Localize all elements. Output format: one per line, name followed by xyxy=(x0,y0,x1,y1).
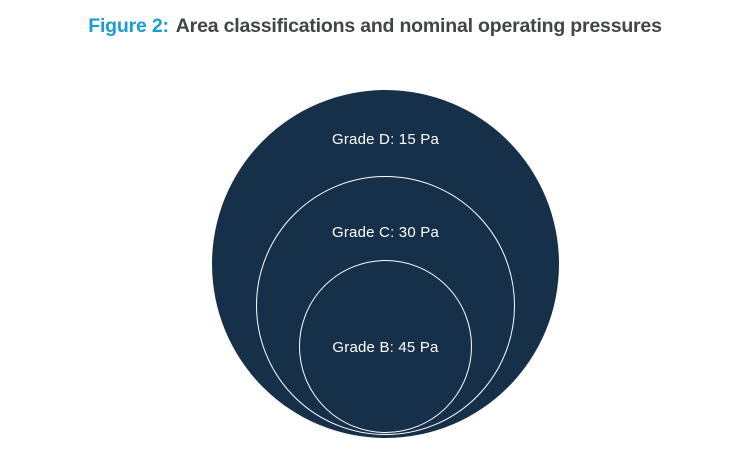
figure-number-label: Figure 2: xyxy=(88,15,169,37)
figure-title: Figure 2: Area classifications and nomina… xyxy=(0,15,750,38)
figure-title-text: Area classifications and nominal operati… xyxy=(175,15,662,37)
ring-label-grade-b: Grade B: 45 Pa xyxy=(332,339,439,356)
ring-label-grade-c: Grade C: 30 Pa xyxy=(331,224,440,241)
ring-grade-b xyxy=(299,260,472,433)
ring-label-grade-d: Grade D: 15 Pa xyxy=(331,131,440,148)
